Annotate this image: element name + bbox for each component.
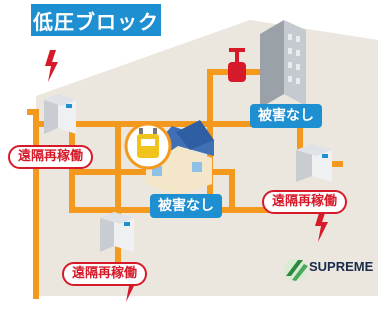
- remote-restart-tag-right: 遠隔再稼働: [262, 190, 348, 214]
- governor-unit-right: [296, 144, 332, 182]
- supreme-logo: SUPREME: [284, 255, 373, 277]
- supreme-logo-mark: [284, 259, 308, 281]
- gas-valve-icon: [228, 48, 246, 82]
- no-damage-label-building: 被害なし: [250, 104, 322, 128]
- remote-restart-tag-left: 遠隔再稼働: [8, 145, 94, 169]
- governor-unit-bottom: [100, 212, 134, 252]
- remote-restart-tag-bottom: 遠隔再稼働: [62, 262, 148, 286]
- brand-name: SUPREME: [309, 258, 374, 274]
- governor-unit-left: [44, 94, 76, 134]
- block-title: 低圧ブロック: [31, 4, 161, 36]
- gas-meter-icon: [124, 122, 172, 170]
- signal-bolt-icon-1: [45, 50, 58, 82]
- no-damage-label-house: 被害なし: [150, 194, 222, 218]
- building-icon: [260, 20, 306, 108]
- signal-bolt-icon-2: [315, 210, 328, 242]
